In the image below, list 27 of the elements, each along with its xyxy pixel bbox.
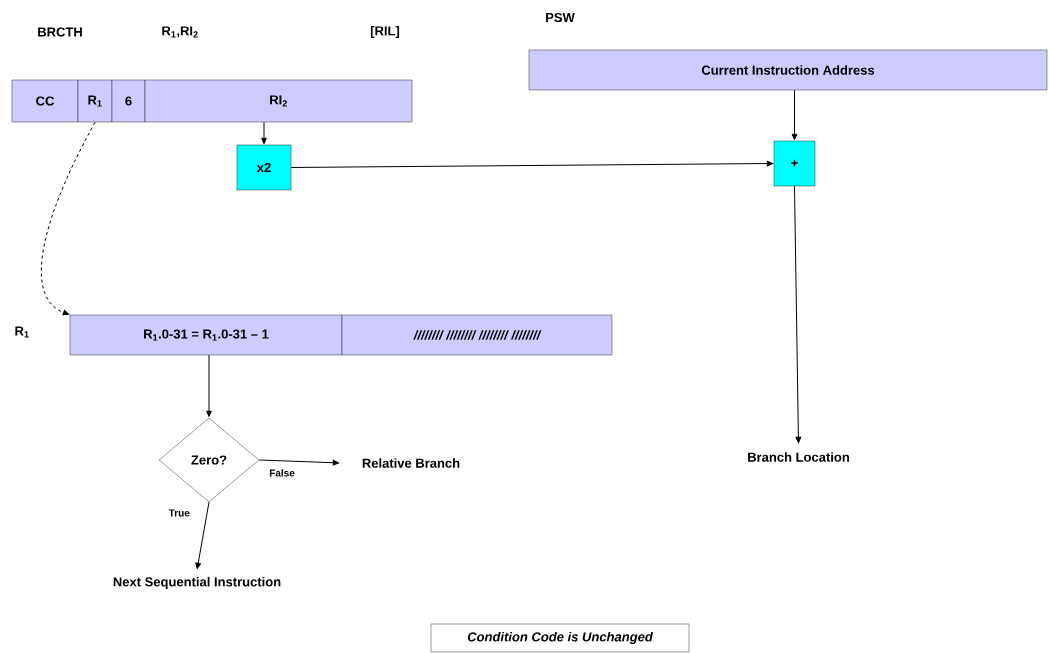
result-text: Relative Branch — [362, 458, 460, 468]
arrow — [40, 121, 96, 316]
field-cell: CC — [11, 79, 79, 123]
arrow — [206, 354, 212, 417]
arrow — [195, 501, 210, 570]
field-cell: 6 — [111, 79, 146, 123]
field-label: BRCTH — [38, 27, 82, 37]
adder-box: + — [773, 140, 816, 187]
arrow — [258, 459, 340, 466]
field-label: [RIL] — [370, 25, 400, 39]
arrow — [791, 89, 798, 140]
multiply-box: x2 — [236, 144, 292, 191]
result-text: Branch Location — [748, 452, 849, 462]
field-cell: R$_{1}$ — [77, 79, 113, 123]
node-label: PSW — [546, 12, 575, 23]
field-label: R$_{1}$ — [15, 326, 29, 338]
result-text: Next Sequential Instruction — [113, 576, 281, 590]
register-box: Current Instruction Address PSW — [528, 12, 1048, 91]
register-field: R$_{1}$.0-31 = R$_{1}$.0-31 – 1 — [69, 314, 343, 356]
edge-label: False — [269, 469, 295, 477]
field-label: R$_{1}$,RI$_{2}$ — [162, 26, 198, 38]
edge-label: True — [168, 509, 190, 517]
note-box: Condition Code is Unchanged — [430, 623, 690, 653]
arrow — [794, 185, 802, 443]
arrow — [261, 121, 267, 144]
register-field: //////// //////// //////// //////// — [341, 314, 613, 356]
arrow — [290, 160, 774, 168]
